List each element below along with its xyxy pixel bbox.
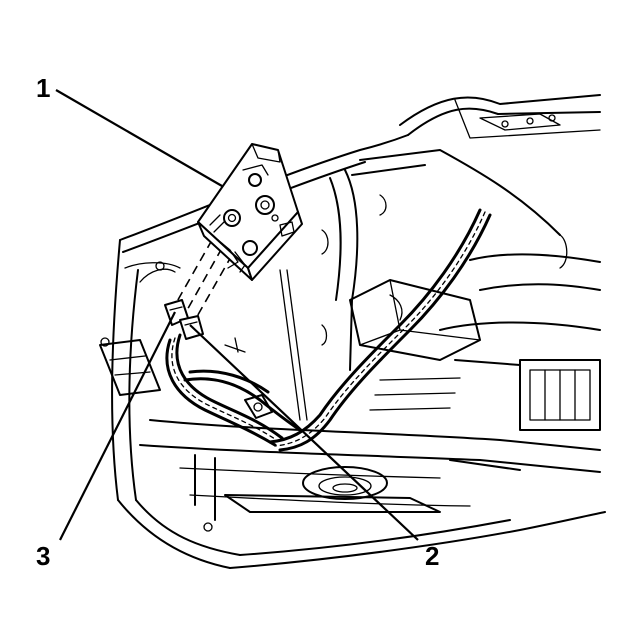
wiring-harness	[165, 208, 492, 452]
leader-line-1	[55, 89, 223, 187]
trunk-body-outline	[99, 94, 606, 569]
callout-1: 1	[36, 73, 50, 103]
leader-line-3	[59, 311, 176, 541]
leader-line-2	[189, 324, 419, 541]
assembly-guide-lines	[174, 239, 233, 321]
callout-3: 3	[36, 541, 50, 571]
control-module	[197, 143, 303, 281]
leader-lines	[55, 89, 419, 541]
callout-2: 2	[425, 541, 439, 571]
